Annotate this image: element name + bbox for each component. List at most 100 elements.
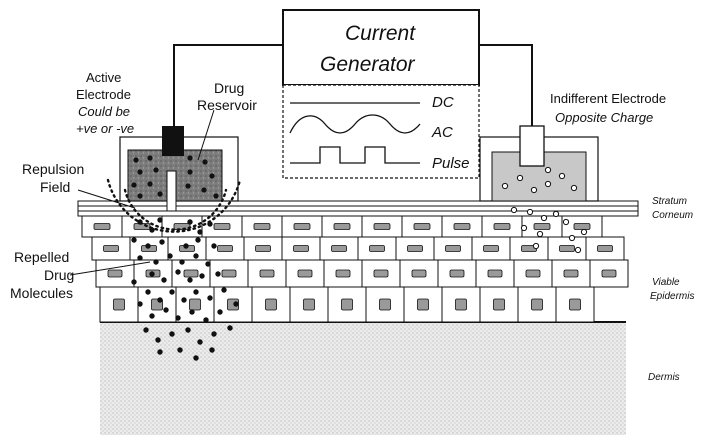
cell-nucleus	[253, 223, 271, 230]
drug-molecule	[149, 227, 155, 233]
active-electrode-label-3: Could be	[78, 104, 130, 119]
epidermal-cell	[99, 286, 139, 323]
counter-ion	[540, 214, 548, 222]
counter-ion	[552, 210, 560, 218]
drug-molecule	[207, 295, 213, 301]
drug-molecule	[137, 169, 143, 175]
drug-molecule	[175, 269, 181, 275]
drug-molecule	[143, 327, 149, 333]
cell-nucleus	[103, 245, 119, 252]
viable-epidermis-label-1: Viable	[652, 277, 680, 288]
indifferent-electrode-label-2: Opposite Charge	[555, 110, 653, 125]
drug-molecule	[157, 191, 163, 197]
pulse-wave	[290, 146, 420, 164]
drug-molecule	[169, 331, 175, 337]
cell-nucleus	[445, 245, 461, 252]
drug-molecule	[179, 259, 185, 265]
reservoir-drug-molecules	[131, 155, 219, 199]
drug-molecule	[187, 155, 193, 161]
cell-nucleus	[531, 298, 543, 311]
cell-nucleus	[493, 298, 505, 311]
drug-molecule	[157, 297, 163, 303]
active-electrode-label-4: +ve or -ve	[76, 121, 134, 136]
cell-nucleus	[379, 298, 391, 311]
drug-molecule	[169, 289, 175, 295]
cell-nucleus	[563, 269, 579, 278]
drug-molecule	[209, 347, 215, 353]
drug-molecule	[167, 253, 173, 259]
cell-nucleus	[335, 269, 351, 278]
drug-molecule	[133, 157, 139, 163]
current-generator-box	[282, 9, 480, 86]
counter-ion	[510, 206, 518, 214]
active-electrode-label-2: Electrode	[76, 87, 131, 102]
drug-molecule	[137, 255, 143, 261]
generator-title-line2: Generator	[320, 53, 416, 76]
cell-nucleus	[265, 298, 277, 311]
drug-molecule	[153, 259, 159, 265]
drug-molecule	[145, 289, 151, 295]
cell-nucleus	[407, 245, 423, 252]
drug-molecule	[215, 271, 221, 277]
cell-nucleus	[449, 269, 465, 278]
circuit-wires	[173, 44, 533, 126]
counter-ion	[536, 230, 544, 238]
cell-nucleus	[173, 223, 191, 230]
drug-molecule	[147, 155, 153, 161]
drug-molecule	[203, 317, 209, 323]
drug-molecule	[197, 339, 203, 345]
repelled-drug-molecules	[131, 217, 239, 361]
drug-molecule	[131, 237, 137, 243]
skin-cell-layers	[81, 215, 629, 323]
cell-nucleus	[293, 223, 311, 230]
drug-molecule	[233, 301, 239, 307]
epidermal-cell	[589, 259, 629, 288]
counter-ion	[530, 186, 538, 194]
drug-reservoir-label-1: Drug	[214, 80, 244, 96]
cell-nucleus	[597, 245, 613, 252]
cell-nucleus	[331, 245, 347, 252]
counter-ion	[526, 208, 534, 216]
cell-nucleus	[341, 298, 353, 311]
cell-nucleus	[293, 245, 309, 252]
cell-nucleus	[453, 223, 471, 230]
cell-nucleus	[303, 298, 315, 311]
cell-nucleus	[183, 269, 199, 278]
drug-molecule	[149, 313, 155, 319]
counter-ion	[574, 246, 582, 254]
drug-molecule	[163, 307, 169, 313]
drug-molecule	[161, 277, 167, 283]
label-pointers	[69, 109, 215, 276]
counter-ion	[544, 180, 552, 188]
indifferent-electrode-label-1: Indifferent Electrode	[550, 91, 666, 106]
cell-nucleus	[525, 269, 541, 278]
drug-molecule	[211, 243, 217, 249]
drug-molecule	[221, 287, 227, 293]
cell-nucleus	[417, 298, 429, 311]
cell-nucleus	[493, 223, 511, 230]
electrode-probe	[166, 170, 177, 212]
drug-molecule	[145, 243, 151, 249]
drug-molecule	[177, 347, 183, 353]
drug-molecule	[207, 221, 213, 227]
drug-molecule	[189, 309, 195, 315]
drug-molecule	[197, 229, 203, 235]
counter-ion	[501, 182, 509, 190]
counter-ion	[570, 184, 578, 192]
drug-molecule	[155, 337, 161, 343]
repulsion-field-arcs	[106, 178, 242, 233]
drug-molecule	[185, 327, 191, 333]
cell-nucleus	[483, 245, 499, 252]
active-electrode-label-1: Active	[86, 70, 121, 85]
drug-reservoir-label-2: Reservoir	[197, 97, 257, 113]
cell-nucleus	[455, 298, 467, 311]
cell-nucleus	[569, 298, 581, 311]
drug-molecule	[193, 355, 199, 361]
cell-nucleus	[259, 269, 275, 278]
drug-molecule	[149, 271, 155, 277]
cell-nucleus	[411, 269, 427, 278]
generator-title-line1: Current	[345, 22, 416, 45]
drug-molecule	[157, 217, 163, 223]
